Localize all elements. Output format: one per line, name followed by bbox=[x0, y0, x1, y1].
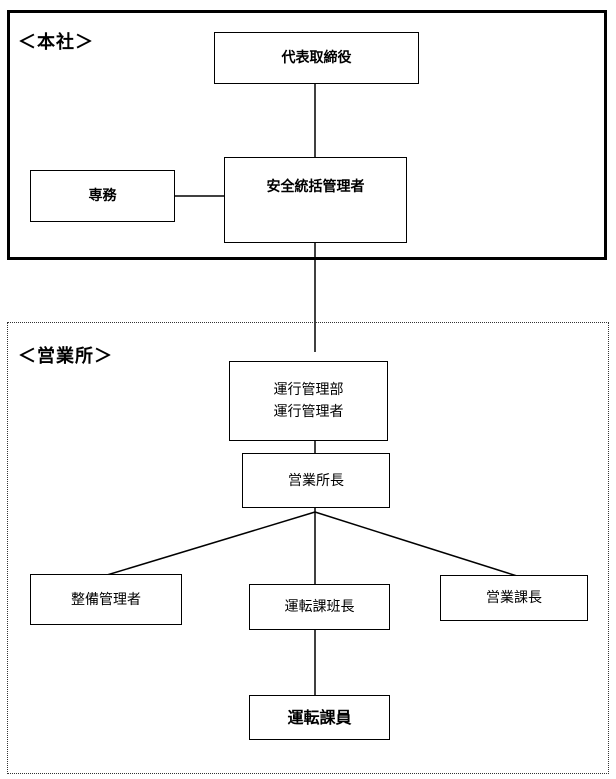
safety-general-manager-label: 安全統括管理者 bbox=[266, 179, 365, 195]
representative-director-label: 代表取締役 bbox=[281, 50, 352, 66]
operations-manager-label: 運行管理者 bbox=[273, 404, 344, 420]
line-branch-to-sales bbox=[314, 511, 518, 577]
safety-general-manager-box: 安全統括管理者 bbox=[224, 157, 407, 243]
office-manager-label: 営業所長 bbox=[288, 472, 344, 489]
sales-section-chief-label: 営業課長 bbox=[486, 590, 542, 606]
sales-office-section bbox=[7, 322, 609, 774]
maintenance-manager-label: 整備管理者 bbox=[71, 591, 141, 608]
driving-section-chief-label: 運転課班長 bbox=[284, 599, 355, 615]
driving-section-chief-box: 運転課班長 bbox=[249, 584, 390, 630]
maintenance-manager-box: 整備管理者 bbox=[30, 574, 182, 625]
managing-director-label: 専務 bbox=[88, 188, 117, 204]
driver-staff-label: 運転課員 bbox=[287, 707, 352, 727]
office-manager-box: 営業所長 bbox=[242, 453, 390, 508]
headquarters-section bbox=[7, 10, 607, 260]
headquarters-label: ＜本社＞ bbox=[18, 32, 94, 53]
driver-staff-box: 運転課員 bbox=[249, 695, 390, 740]
sales-section-chief-box: 営業課長 bbox=[440, 575, 588, 621]
representative-director-box: 代表取締役 bbox=[214, 32, 419, 84]
operations-box: 運行管理部 運行管理者 bbox=[229, 361, 388, 441]
sales-office-label: ＜営業所＞ bbox=[18, 346, 113, 367]
managing-director-box: 専務 bbox=[30, 170, 175, 222]
operations-dept-label: 運行管理部 bbox=[273, 382, 344, 398]
line-branch-to-maintenance bbox=[106, 511, 316, 576]
